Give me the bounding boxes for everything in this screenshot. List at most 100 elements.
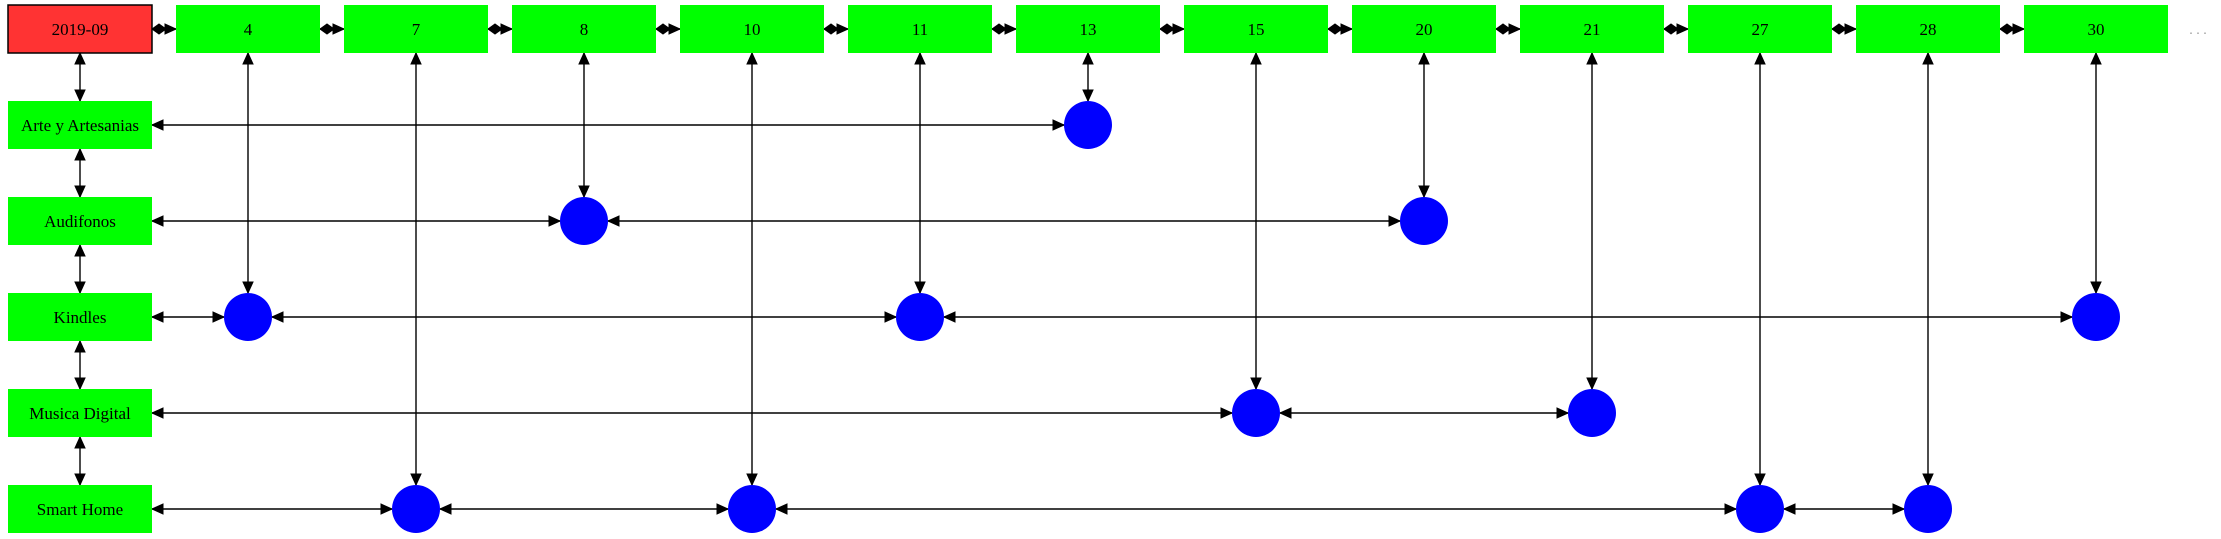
day-edge-15-head-end (1250, 377, 1262, 391)
day-edge-27-head-end (1754, 473, 1766, 487)
day-edge-8-head-start (578, 51, 590, 65)
category-node-3-box (8, 389, 152, 437)
day-node-7-box (344, 5, 488, 53)
header-edge-4-diamond (151, 23, 167, 35)
category-node-4: Smart Home (8, 485, 152, 533)
header-edge-8-diamond (487, 23, 503, 35)
day-edge-30-head-start (2090, 51, 2102, 65)
root-node-label: 2019-09 (52, 20, 109, 39)
day-node-4-label: 4 (244, 20, 253, 39)
day-edge-10-head-start (746, 51, 758, 65)
header-edge-13-diamond (991, 23, 1007, 35)
day-node-30: 30 (2024, 5, 2168, 53)
category-chain-edge-3-head-end (74, 377, 86, 391)
row-edge-1-20-head-start (606, 215, 620, 227)
event-node-4-7 (392, 485, 440, 533)
day-edge-15-head-start (1250, 51, 1262, 65)
category-node-2-box (8, 293, 152, 341)
root-node-box (7, 4, 153, 54)
category-node-1-box (8, 197, 152, 245)
row-edge-4-28-head-start (1782, 503, 1796, 515)
header-edge-11-head (836, 23, 850, 35)
row-edge-0-13-head-start (150, 119, 164, 131)
row-edge-1-20-head-end (1388, 215, 1402, 227)
row-edge-2-11-head-end (884, 311, 898, 323)
category-node-3-label: Musica Digital (29, 404, 131, 423)
day-node-27: 27 (1688, 5, 1832, 53)
day-node-10-label: 10 (744, 20, 761, 39)
row-edge-4-27-head-start (774, 503, 788, 515)
header-edge-20-diamond (1327, 23, 1343, 35)
day-edge-8-head-end (578, 185, 590, 199)
day-edge-13-head-start (1082, 51, 1094, 65)
category-chain-edge-2-head-end (74, 281, 86, 295)
day-node-11: 11 (848, 5, 992, 53)
event-node-4-10 (728, 485, 776, 533)
event-node-2-30 (2072, 293, 2120, 341)
event-node-1-20 (1400, 197, 1448, 245)
day-node-20-box (1352, 5, 1496, 53)
event-node-3-15 (1232, 389, 1280, 437)
category-chain-edge-0-head-end (74, 89, 86, 103)
category-chain-edge-2-head-start (74, 243, 86, 257)
row-edge-3-15-head-start (150, 407, 164, 419)
day-edge-30-head-end (2090, 281, 2102, 295)
header-edge-15-diamond (1159, 23, 1175, 35)
day-node-15-label: 15 (1248, 20, 1265, 39)
day-edge-11-head-end (914, 281, 926, 295)
day-edge-10-head-end (746, 473, 758, 487)
row-edge-4-10-head-start (438, 503, 452, 515)
day-edge-7-head-start (410, 51, 422, 65)
header-edge-21-diamond (1495, 23, 1511, 35)
day-node-15-box (1184, 5, 1328, 53)
day-edge-28-head-start (1922, 51, 1934, 65)
day-edge-11-head-start (914, 51, 926, 65)
row-edge-1-8-head-start (150, 215, 164, 227)
event-node-1-8 (560, 197, 608, 245)
day-edge-20-head-start (1418, 51, 1430, 65)
row-edge-4-27-head-end (1724, 503, 1738, 515)
day-node-10-box (680, 5, 824, 53)
event-node-3-21 (1568, 389, 1616, 437)
category-node-0: Arte y Artesanias (8, 101, 152, 149)
event-node-4-28 (1904, 485, 1952, 533)
category-chain-edge-0-head-start (74, 51, 86, 65)
day-node-8-box (512, 5, 656, 53)
day-edge-13-head-end (1082, 89, 1094, 103)
day-node-27-box (1688, 5, 1832, 53)
day-node-20-label: 20 (1416, 20, 1433, 39)
row-edge-1-8-head-end (548, 215, 562, 227)
header-edge-4-head (164, 23, 178, 35)
category-node-1: Audifonos (8, 197, 152, 245)
row-edge-2-30-head-end (2060, 311, 2074, 323)
day-edge-4-head-end (242, 281, 254, 295)
category-node-0-box (8, 101, 152, 149)
header-edge-21-head (1508, 23, 1522, 35)
day-node-28-box (1856, 5, 2000, 53)
day-node-30-box (2024, 5, 2168, 53)
day-node-4: 4 (176, 5, 320, 53)
header-edge-8-head (500, 23, 514, 35)
day-node-21: 21 (1520, 5, 1664, 53)
header-edge-15-head (1172, 23, 1186, 35)
row-edge-3-21-head-start (1278, 407, 1292, 419)
row-edge-3-15-head-end (1220, 407, 1234, 419)
day-node-20: 20 (1352, 5, 1496, 53)
row-edge-2-4-head-end (212, 311, 226, 323)
category-node-2: Kindles (8, 293, 152, 341)
day-node-7-label: 7 (412, 20, 421, 39)
event-node-2-4 (224, 293, 272, 341)
day-node-7: 7 (344, 5, 488, 53)
row-edge-2-11-head-start (270, 311, 284, 323)
day-node-28-label: 28 (1920, 20, 1937, 39)
more-marker: . . . (2189, 23, 2207, 38)
event-node-2-11 (896, 293, 944, 341)
day-node-8: 8 (512, 5, 656, 53)
header-edge-27-diamond (1663, 23, 1679, 35)
category-node-2-label: Kindles (54, 308, 107, 327)
day-node-28: 28 (1856, 5, 2000, 53)
day-edge-7-head-end (410, 473, 422, 487)
header-edge-30-diamond (1999, 23, 2015, 35)
